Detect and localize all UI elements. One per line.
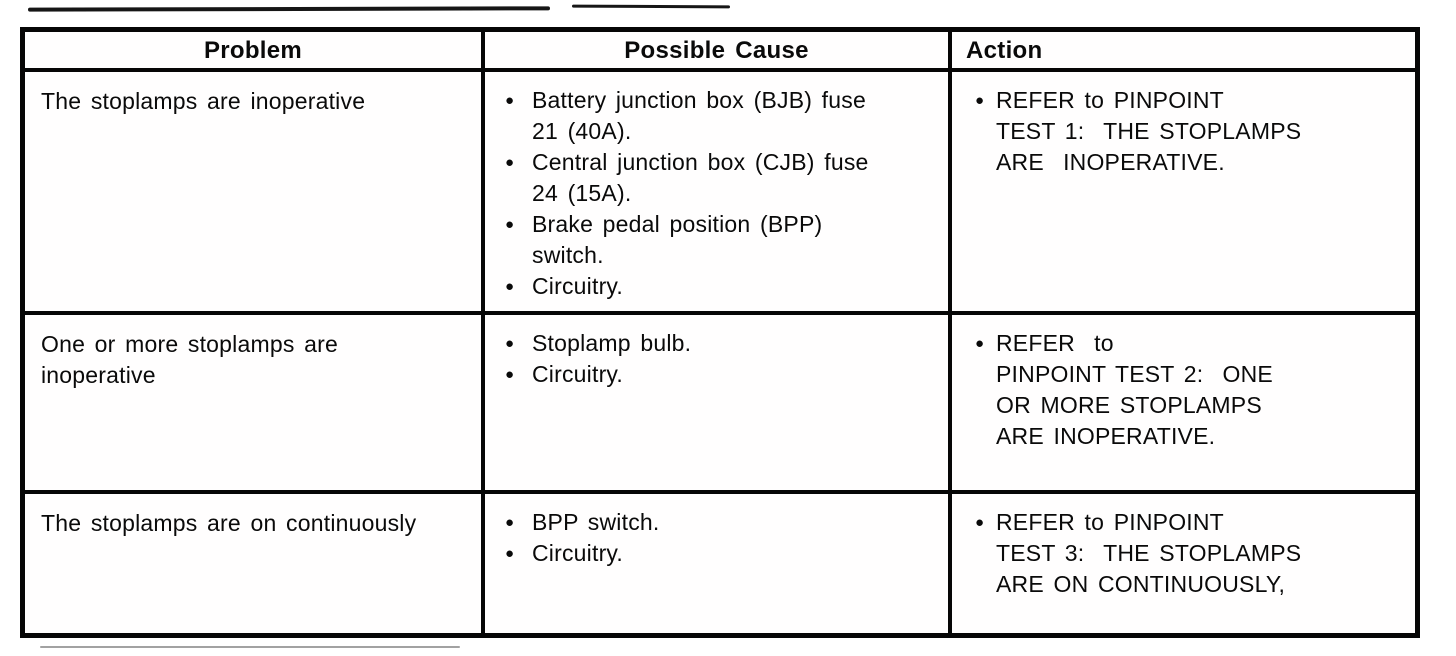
action-item: ● REFER to PINPOINT TEST 3: THE STOPLAMP…	[952, 507, 1415, 600]
cause-text: Circuitry.	[532, 361, 624, 387]
action-text: ARE ON CONTINUOUSLY,	[996, 571, 1286, 597]
cause-list: ● Stoplamp bulb. ● Circuitry.	[485, 315, 948, 390]
header-label: Problem	[203, 36, 303, 64]
cause-item: ● Central junction box (CJB) fuse 24 (15…	[485, 147, 948, 209]
bullet-icon: ●	[505, 545, 515, 562]
cause-text: Circuitry.	[532, 540, 624, 566]
bullet-icon: ●	[505, 366, 515, 383]
cause-item: ● Battery junction box (BJB) fuse 21 (40…	[485, 85, 948, 147]
action-list: ● REFER to PINPOINT TEST 3: THE STOPLAMP…	[952, 494, 1415, 600]
cause-item: ● Stoplamp bulb.	[485, 328, 948, 359]
cause-list: ● BPP switch. ● Circuitry.	[485, 494, 948, 569]
diagnostic-table: Problem Possible Cause Action The stopla…	[20, 27, 1420, 638]
cause-text: Stoplamp bulb.	[532, 330, 692, 356]
action-item: ● REFER to PINPOINT TEST 1: THE STOPLAMP…	[952, 85, 1415, 178]
action-text: PINPOINT TEST 2: ONE	[996, 361, 1273, 387]
cause-item: ● Brake pedal position (BPP) switch.	[485, 209, 948, 271]
action-text: REFER to PINPOINT	[996, 509, 1224, 535]
header-label: Action	[966, 36, 1043, 64]
problem-text: The stoplamps are inoperative	[41, 88, 366, 114]
table-row-1-action: ● REFER to PINPOINT TEST 1: THE STOPLAMP…	[952, 72, 1415, 315]
table-row-3-causes: ● BPP switch. ● Circuitry.	[485, 494, 952, 633]
cause-item: ● Circuitry.	[485, 271, 948, 302]
action-text: ARE INOPERATIVE.	[996, 149, 1225, 175]
column-header-possible-cause: Possible Cause	[485, 32, 952, 72]
problem-text: inoperative	[41, 362, 156, 388]
cause-text: Brake pedal position (BPP)	[532, 211, 823, 237]
bullet-icon: ●	[505, 514, 515, 531]
action-text: OR MORE STOPLAMPS	[996, 392, 1262, 418]
cause-item: ● Circuitry.	[485, 538, 948, 569]
cause-text: BPP switch.	[532, 509, 660, 535]
bullet-icon: ●	[505, 92, 515, 109]
scan-artifact	[27, 6, 551, 12]
scan-artifact	[40, 646, 460, 648]
cause-text: 21 (40A).	[532, 118, 632, 144]
action-list: ● REFER to PINPOINT TEST 1: THE STOPLAMP…	[952, 72, 1415, 178]
table-row-1-problem: The stoplamps are inoperative	[25, 72, 485, 315]
table-row-3-action: ● REFER to PINPOINT TEST 3: THE STOPLAMP…	[952, 494, 1415, 633]
table-row-2-causes: ● Stoplamp bulb. ● Circuitry.	[485, 315, 952, 494]
problem-text: The stoplamps are on continuously	[41, 510, 417, 536]
cause-item: ● BPP switch.	[485, 507, 948, 538]
problem-text: One or more stoplamps are	[41, 331, 338, 357]
table-row-2-problem: One or more stoplamps are inoperative	[25, 315, 485, 494]
cause-text: Battery junction box (BJB) fuse	[532, 87, 866, 113]
bullet-icon: ●	[505, 278, 515, 295]
bullet-icon: ●	[505, 216, 515, 233]
cause-text: Central junction box (CJB) fuse	[532, 149, 869, 175]
action-item: ● REFER to PINPOINT TEST 2: ONE OR MORE …	[952, 328, 1415, 452]
header-label: Possible Cause	[624, 36, 809, 64]
table-row-2-action: ● REFER to PINPOINT TEST 2: ONE OR MORE …	[952, 315, 1415, 494]
table-row-3-problem: The stoplamps are on continuously	[25, 494, 485, 633]
bullet-icon: ●	[505, 335, 515, 352]
action-text: ARE INOPERATIVE.	[996, 423, 1216, 449]
action-text: REFER to PINPOINT	[996, 87, 1224, 113]
cause-list: ● Battery junction box (BJB) fuse 21 (40…	[485, 72, 948, 302]
cause-text: 24 (15A).	[532, 180, 632, 206]
scan-artifact	[571, 4, 731, 9]
cause-text: Circuitry.	[532, 273, 624, 299]
action-text: TEST 1: THE STOPLAMPS	[996, 118, 1302, 144]
column-header-action: Action	[952, 32, 1415, 72]
bullet-icon: ●	[975, 335, 985, 352]
action-text: TEST 3: THE STOPLAMPS	[996, 540, 1302, 566]
bullet-icon: ●	[505, 154, 515, 171]
column-header-problem: Problem	[25, 32, 485, 72]
action-list: ● REFER to PINPOINT TEST 2: ONE OR MORE …	[952, 315, 1415, 452]
bullet-icon: ●	[975, 92, 985, 109]
cause-item: ● Circuitry.	[485, 359, 948, 390]
cause-text: switch.	[532, 242, 604, 268]
table-row-1-causes: ● Battery junction box (BJB) fuse 21 (40…	[485, 72, 952, 315]
bullet-icon: ●	[975, 514, 985, 531]
action-text: REFER to	[996, 330, 1114, 356]
